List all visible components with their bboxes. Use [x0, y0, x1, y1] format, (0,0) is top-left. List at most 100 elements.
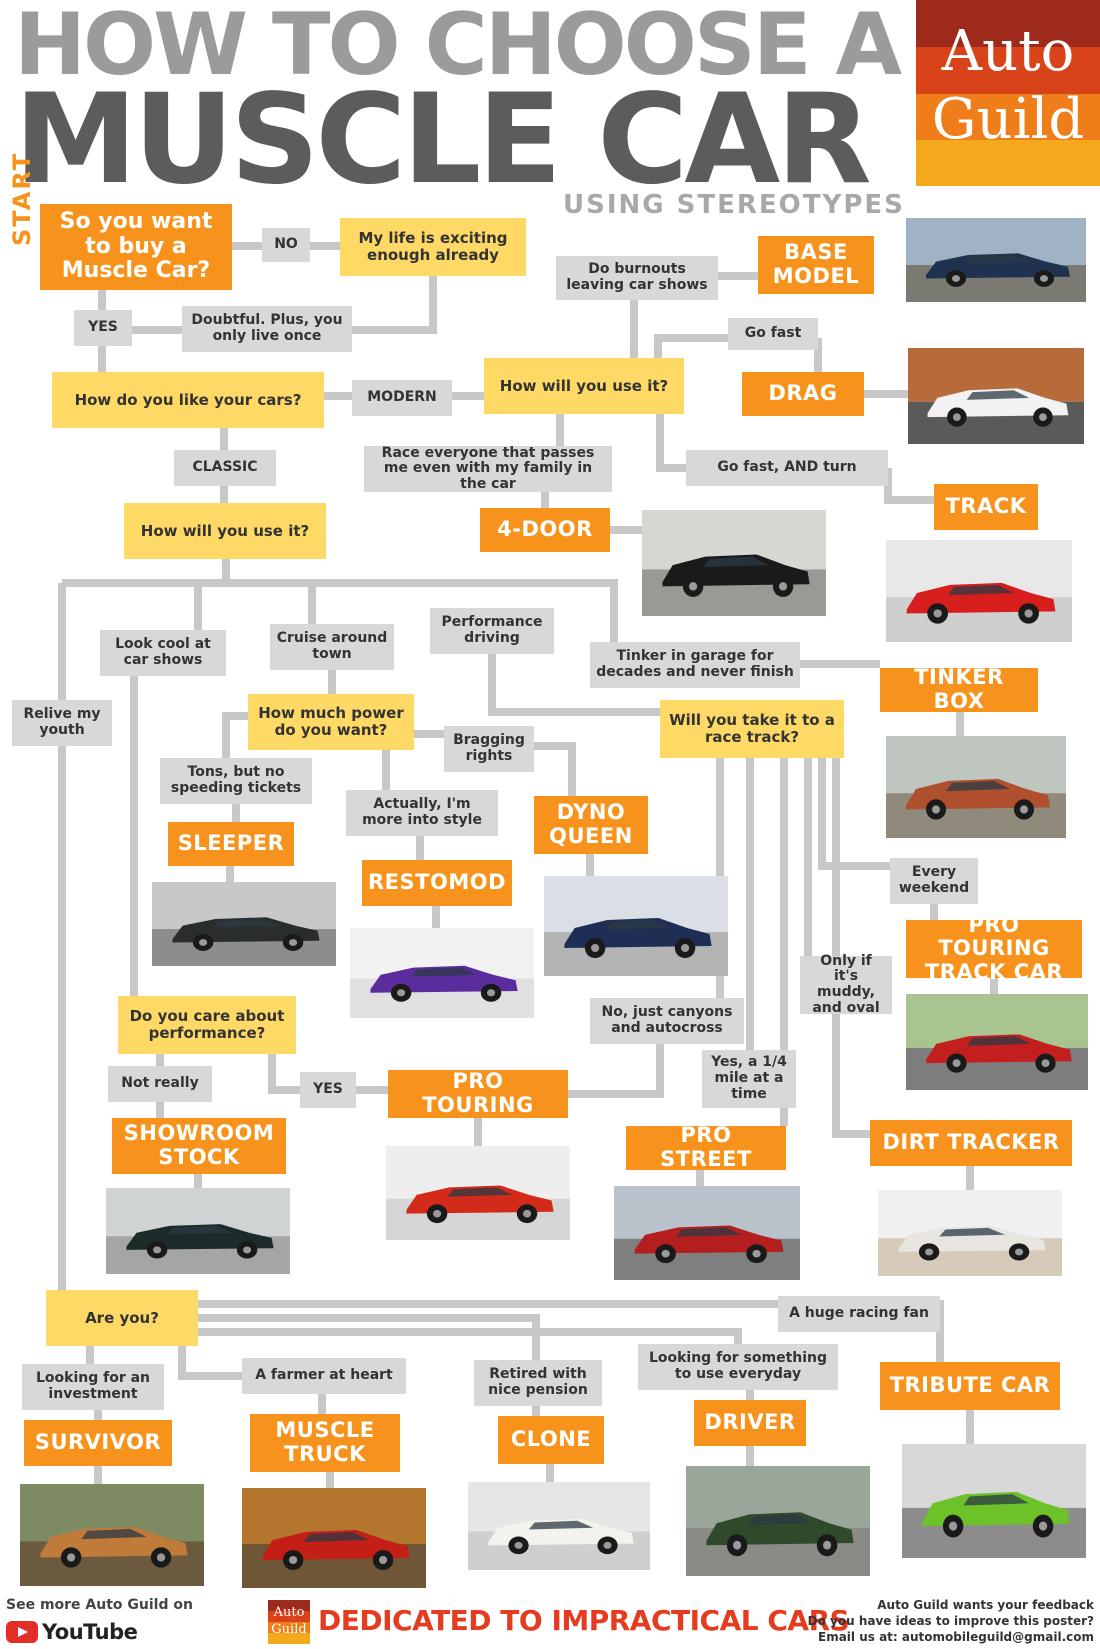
result-driver: DRIVER — [694, 1400, 806, 1446]
car-photo-illustration — [642, 510, 826, 616]
answer-go-fast: Go fast — [728, 318, 818, 350]
result-base-model: BASE MODEL — [758, 236, 874, 294]
photo-restomod — [350, 928, 534, 1018]
tagline: DEDICATED TO IMPRACTICAL CARS — [318, 1604, 850, 1637]
answer-cruise: Cruise around town — [270, 624, 394, 670]
logo-text-guild: Guild — [931, 87, 1085, 152]
car-photo-illustration — [386, 1146, 570, 1240]
youtube-icon — [6, 1621, 38, 1643]
connector-line — [62, 579, 618, 642]
answer-look-cool: Look cool at car shows — [100, 630, 226, 676]
photo-track — [886, 540, 1072, 642]
answer-farmer: A farmer at heart — [242, 1358, 406, 1394]
connector-line — [884, 468, 934, 504]
question-care-performance: Do you care about performance? — [118, 996, 296, 1054]
answer-every-weekend: Every weekend — [890, 858, 978, 904]
photo-pro-touring — [386, 1146, 570, 1240]
connector-line — [198, 1328, 742, 1344]
feedback-email[interactable]: Email us at: automobileguild@gmail.com — [818, 1630, 1094, 1644]
result-drag: DRAG — [742, 372, 864, 416]
see-more-text: See more Auto Guild on — [6, 1597, 193, 1613]
connector-line — [352, 276, 437, 334]
car-photo-illustration — [20, 1484, 204, 1586]
result-restomod: RESTOMOD — [362, 860, 512, 906]
connector-line — [656, 414, 686, 472]
mini-logo-guild: Guild — [271, 1622, 307, 1637]
connector-line — [654, 334, 728, 358]
answer-not-really: Not really — [108, 1066, 212, 1102]
connector-line — [222, 712, 248, 758]
answer-performance-driving: Performance driving — [430, 608, 554, 654]
photo-dyno-queen — [544, 876, 728, 976]
question-use-classic: How will you use it? — [124, 503, 326, 559]
question-are-you: Are you? — [46, 1290, 198, 1346]
answer-classic: CLASSIC — [174, 450, 276, 486]
question-power: How much power do you want? — [248, 694, 414, 750]
answer-race-everyone: Race everyone that passes me even with m… — [364, 445, 612, 492]
subtitle: USING STEREOTYPES — [563, 190, 905, 220]
answer-go-fast-turn: Go fast, AND turn — [686, 450, 888, 486]
photo-dirt-tracker — [878, 1190, 1062, 1276]
result-dirt-tracker: DIRT TRACKER — [870, 1120, 1072, 1166]
answer-no: NO — [262, 228, 310, 262]
connector-line — [178, 1346, 242, 1380]
answer-style: Actually, I'm more into style — [346, 790, 498, 836]
photo-showroom-stock — [106, 1188, 290, 1274]
car-photo-illustration — [906, 994, 1088, 1090]
question-exciting: My life is exciting enough already — [340, 218, 526, 276]
answer-muddy: Only if it's muddy, and oval — [800, 953, 892, 1016]
connector-line — [198, 1314, 540, 1360]
answer-yes: YES — [74, 310, 132, 346]
answer-modern: MODERN — [352, 380, 452, 416]
answer-relive: Relive my youth — [12, 700, 112, 746]
answer-doubtful: Doubtful. Plus, you only live once — [182, 306, 352, 352]
car-photo-illustration — [908, 348, 1084, 444]
connector-line — [488, 654, 660, 716]
car-photo-illustration — [544, 876, 728, 976]
question-start: So you want to buy a Muscle Car? — [40, 204, 232, 290]
photo-pro-street — [614, 1186, 800, 1280]
result-clone: CLONE — [498, 1416, 604, 1464]
result-muscle-truck: MUSCLE TRUCK — [250, 1414, 400, 1472]
car-photo-illustration — [242, 1488, 426, 1588]
photo-pro-touring-track-car — [906, 994, 1088, 1090]
result-tribute-car: TRIBUTE CAR — [880, 1362, 1060, 1410]
answer-tinker: Tinker in garage for decades and never f… — [590, 642, 800, 688]
connector-line — [198, 1300, 944, 1362]
car-photo-illustration — [152, 882, 336, 966]
photo-tribute-car — [902, 1444, 1086, 1558]
answer-performance-yes: YES — [300, 1072, 356, 1108]
question-like-cars: How do you like your cars? — [52, 372, 324, 428]
title-line-2: MUSCLE CAR — [14, 68, 872, 212]
answer-everyday: Looking for something to use everyday — [638, 1344, 838, 1390]
result-dyno-queen: DYNO QUEEN — [534, 796, 648, 854]
connector-line — [818, 758, 890, 870]
answer-bragging: Bragging rights — [444, 726, 534, 772]
feedback-line-1: Auto Guild wants your feedback — [877, 1598, 1094, 1612]
feedback-line-2: Do you have ideas to improve this poster… — [807, 1614, 1094, 1628]
youtube-link[interactable]: YouTube — [6, 1620, 138, 1644]
answer-burnouts: Do burnouts leaving car shows — [556, 256, 718, 300]
photo-sleeper — [152, 882, 336, 966]
result-showroom-stock: SHOWROOM STOCK — [112, 1118, 286, 1174]
result-track: TRACK — [934, 484, 1038, 530]
car-photo-illustration — [906, 218, 1086, 302]
car-photo-illustration — [468, 1482, 650, 1570]
car-photo-illustration — [878, 1190, 1062, 1276]
car-photo-illustration — [886, 736, 1066, 838]
photo-drag — [908, 348, 1084, 444]
answer-quarter-mile: Yes, a 1/4 mile at a time — [702, 1050, 796, 1108]
start-label: START — [8, 151, 36, 246]
auto-guild-mini-logo: Auto Guild — [268, 1600, 310, 1644]
title-line-1: HOW TO CHOOSE A — [14, 0, 902, 95]
car-photo-illustration — [614, 1186, 800, 1280]
result-4-door: 4-DOOR — [480, 508, 610, 552]
mini-logo-auto: Auto — [273, 1605, 305, 1620]
car-photo-illustration — [350, 928, 534, 1018]
connector-line — [568, 1044, 664, 1098]
result-survivor: SURVIVOR — [24, 1420, 172, 1466]
answer-tons: Tons, but no speeding tickets — [160, 758, 312, 804]
answer-retired: Retired with nice pension — [474, 1360, 602, 1406]
photo-driver — [686, 1466, 870, 1576]
